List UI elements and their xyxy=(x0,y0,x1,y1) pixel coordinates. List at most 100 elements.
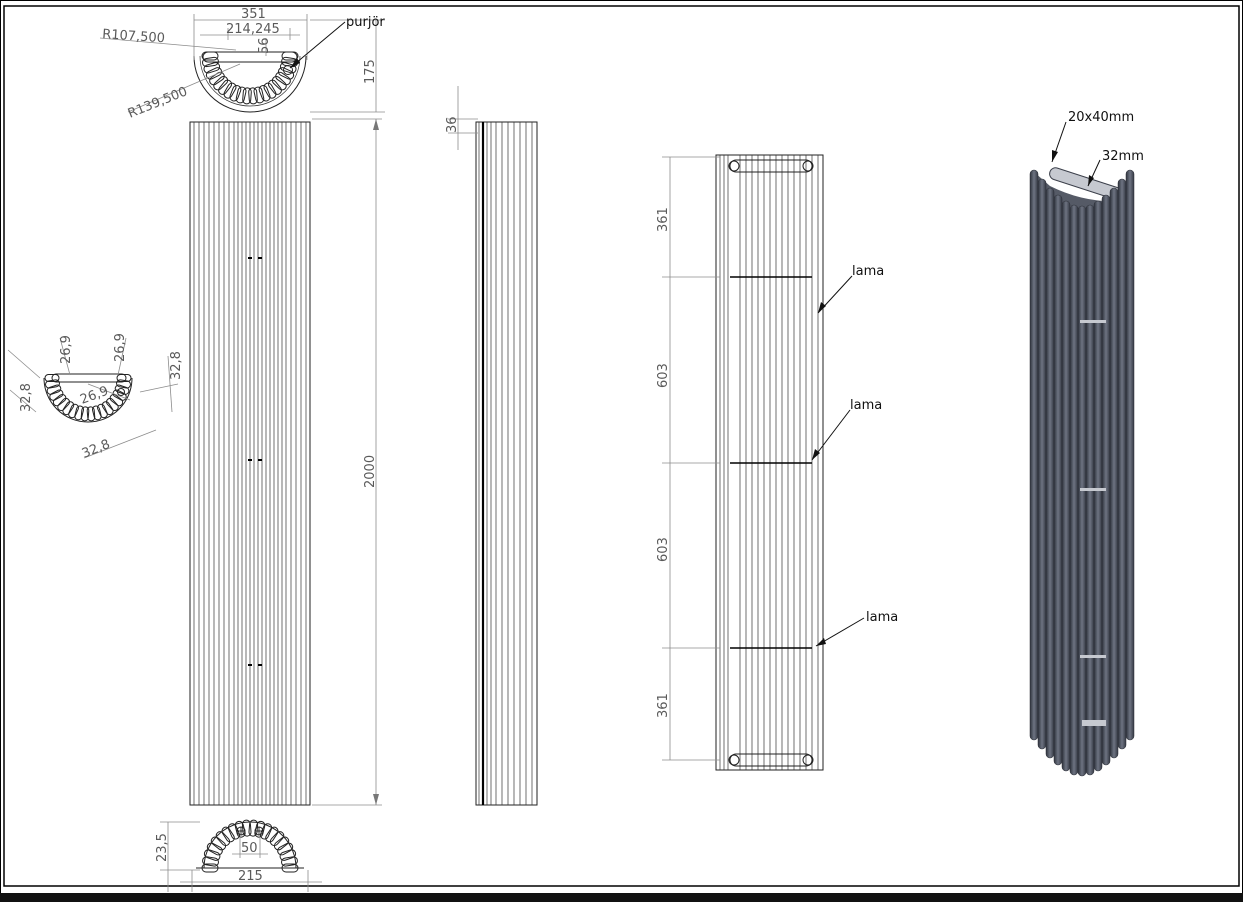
section-tube xyxy=(57,397,70,412)
section-tube xyxy=(91,405,102,421)
section-tube xyxy=(46,384,62,395)
iso-bottom-pipe xyxy=(1082,720,1106,726)
top-tube xyxy=(267,79,282,95)
bottom-tube xyxy=(248,819,259,837)
section-tube xyxy=(62,401,75,416)
isometric-render xyxy=(1029,167,1135,777)
iso-tube xyxy=(1069,204,1079,776)
bottom-tube xyxy=(203,849,221,861)
back-top-right-cap xyxy=(802,160,814,172)
top-tube xyxy=(279,62,297,74)
dim-56: 56 xyxy=(257,37,272,54)
iso-view-labels: 20x40mm 32mm xyxy=(1051,110,1144,187)
dim-32-8-bottom: 32,8 xyxy=(80,437,112,462)
bottom-tube xyxy=(202,856,219,867)
label-lama-2: lama xyxy=(850,398,882,413)
back-outline xyxy=(715,154,824,771)
iso-lama xyxy=(1080,655,1106,658)
dim-351: 351 xyxy=(241,7,266,22)
dim-214-245: 214,245 xyxy=(226,22,280,37)
back-view-dimensions: 361 603 603 361 lama lama lama xyxy=(656,156,898,761)
side-view xyxy=(475,121,538,806)
back-bottom-left-cap xyxy=(728,754,740,766)
iso-tube xyxy=(1037,178,1047,750)
top-tube xyxy=(235,86,247,104)
label-20x40mm: 20x40mm xyxy=(1068,110,1134,125)
section-tube xyxy=(86,406,96,422)
section-tube xyxy=(80,406,90,422)
top-inner-arc xyxy=(193,55,307,113)
bottom-tube xyxy=(215,831,231,847)
front-view xyxy=(189,121,311,806)
iso-lama xyxy=(1080,320,1106,323)
top-tube xyxy=(248,87,258,105)
side-outline xyxy=(475,121,538,806)
top-tube xyxy=(213,75,229,91)
section-tube xyxy=(116,379,131,389)
label-lama-1: lama xyxy=(852,264,884,279)
top-tube xyxy=(229,85,242,102)
iso-tube xyxy=(1117,178,1127,750)
bottom-bar xyxy=(0,893,1243,902)
top-tube xyxy=(223,82,237,99)
iso-lama xyxy=(1080,488,1106,491)
bottom-tube xyxy=(277,842,294,856)
dim-32-8-right: 32,8 xyxy=(169,351,184,380)
top-tube xyxy=(277,67,295,80)
top-tube xyxy=(205,67,223,80)
label-32mm: 32mm xyxy=(1102,149,1144,164)
back-top-pipe xyxy=(729,159,813,173)
top-tube xyxy=(271,75,287,91)
iso-tube xyxy=(1109,187,1119,759)
dim-50: 50 xyxy=(241,841,258,856)
section-view-dimensions: 26,9 26,9 26,9 32,8 32,8 32,8 xyxy=(7,333,184,462)
dim-215: 215 xyxy=(238,869,263,884)
dim-361-bottom: 361 xyxy=(656,693,671,718)
dim-r139: R139,500 xyxy=(126,84,190,121)
dim-2000: 2000 xyxy=(363,455,378,488)
dim-175: 175 xyxy=(363,59,378,84)
section-tube xyxy=(45,379,60,389)
section-tube xyxy=(97,403,108,419)
back-top-left-cap xyxy=(728,160,740,172)
dim-603-upper: 603 xyxy=(656,363,671,388)
back-view xyxy=(715,154,824,771)
back-bottom-right-cap xyxy=(802,754,814,766)
bottom-tube xyxy=(227,823,241,840)
section-tube xyxy=(109,393,124,407)
bottom-tube xyxy=(273,836,290,851)
iso-tube xyxy=(1093,200,1103,772)
top-tube xyxy=(263,82,277,99)
section-tube xyxy=(52,393,67,407)
top-tube xyxy=(242,87,252,105)
dim-26-9-left: 26,9 xyxy=(59,335,74,364)
side-view-dimensions: 36 xyxy=(445,86,478,150)
bottom-tube xyxy=(206,842,223,856)
dim-32-8-left: 32,8 xyxy=(19,383,34,412)
dim-603-lower: 603 xyxy=(656,537,671,562)
bottom-tube xyxy=(234,820,246,838)
bottom-tube xyxy=(265,826,279,843)
label-purjor: purjör xyxy=(346,15,385,30)
section-tube xyxy=(74,405,85,421)
sheet-inner-frame xyxy=(3,5,1240,887)
iso-tube xyxy=(1029,169,1039,741)
section-tube xyxy=(101,401,114,416)
front-view-dimensions: 2000 xyxy=(312,118,382,806)
dim-23-5: 23,5 xyxy=(155,833,170,862)
top-tube xyxy=(218,79,233,95)
bottom-tube xyxy=(281,856,298,867)
top-view-dimensions: 351 214,245 56 R107,500 R139,500 175 pur… xyxy=(99,7,385,122)
iso-tube xyxy=(1045,187,1055,759)
section-tube xyxy=(49,389,64,401)
bottom-view xyxy=(196,819,304,873)
iso-tube xyxy=(1061,200,1071,772)
label-lama-3: lama xyxy=(866,610,898,625)
dim-26-9-mid: 26,9 xyxy=(78,384,110,408)
top-tube xyxy=(258,85,271,102)
top-tube xyxy=(281,51,299,61)
bottom-tube xyxy=(210,836,227,851)
section-view xyxy=(43,373,133,423)
bottom-tube xyxy=(259,823,273,840)
